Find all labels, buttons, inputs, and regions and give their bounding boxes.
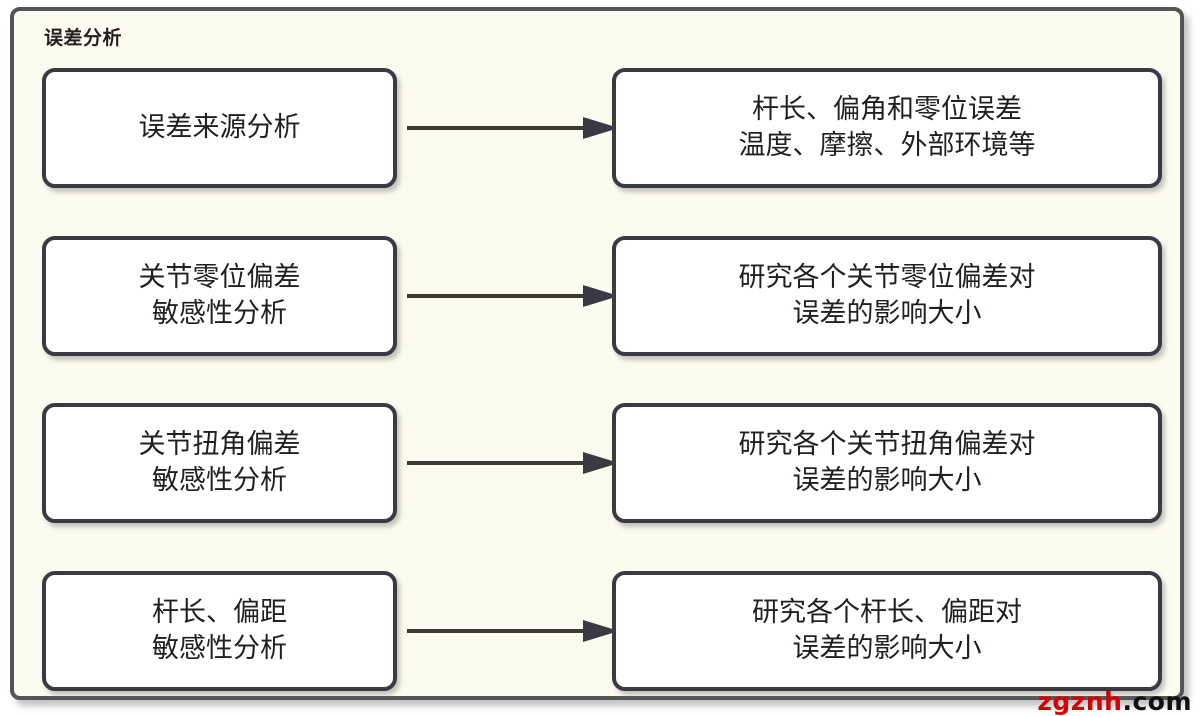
target-node-label: 研究各个关节零位偏差对 误差的影响大小	[738, 262, 1036, 329]
diagram-row: 关节零位偏差 敏感性分析 研究各个关节零位偏差对 误差的影响大小	[14, 236, 1180, 356]
arrow-right-icon	[407, 620, 619, 642]
diagram-row: 关节扭角偏差 敏感性分析 研究各个关节扭角偏差对 误差的影响大小	[14, 403, 1180, 523]
target-node[interactable]: 研究各个关节零位偏差对 误差的影响大小	[612, 236, 1162, 356]
source-node[interactable]: 杆长、偏距 敏感性分析	[42, 571, 397, 691]
target-node-label: 研究各个杆长、偏距对 误差的影响大小	[752, 597, 1022, 664]
arrow-right-icon	[407, 285, 619, 307]
watermark-name: zgznh	[1037, 687, 1123, 716]
source-node-label: 杆长、偏距 敏感性分析	[152, 597, 287, 664]
source-node-label: 关节零位偏差 敏感性分析	[138, 262, 301, 329]
arrow-line	[407, 461, 587, 465]
arrow-line	[407, 294, 587, 298]
source-node-label: 误差来源分析	[138, 112, 301, 144]
error-analysis-frame: 误差分析 误差来源分析 杆长、偏角和零位误差 温度、摩擦、外部环境等 关节零位偏…	[10, 7, 1184, 700]
source-node-label: 关节扭角偏差 敏感性分析	[138, 429, 301, 496]
arrow-line	[407, 629, 587, 633]
watermark-tld: .com	[1122, 687, 1192, 716]
target-node[interactable]: 研究各个关节扭角偏差对 误差的影响大小	[612, 403, 1162, 523]
arrow-head	[583, 452, 619, 474]
arrow-head	[583, 117, 619, 139]
source-node[interactable]: 误差来源分析	[42, 68, 397, 188]
target-node-label: 杆长、偏角和零位误差 温度、摩擦、外部环境等	[738, 94, 1036, 161]
source-node[interactable]: 关节零位偏差 敏感性分析	[42, 236, 397, 356]
arrow-head	[583, 620, 619, 642]
arrow-head	[583, 285, 619, 307]
target-node-label: 研究各个关节扭角偏差对 误差的影响大小	[738, 429, 1036, 496]
arrow-right-icon	[407, 452, 619, 474]
source-node[interactable]: 关节扭角偏差 敏感性分析	[42, 403, 397, 523]
arrow-right-icon	[407, 117, 619, 139]
watermark: zgznh.com	[1037, 689, 1192, 714]
frame-title: 误差分析	[44, 27, 123, 49]
arrow-line	[407, 126, 587, 130]
target-node[interactable]: 杆长、偏角和零位误差 温度、摩擦、外部环境等	[612, 68, 1162, 188]
target-node[interactable]: 研究各个杆长、偏距对 误差的影响大小	[612, 571, 1162, 691]
diagram-row: 误差来源分析 杆长、偏角和零位误差 温度、摩擦、外部环境等	[14, 68, 1180, 188]
diagram-row: 杆长、偏距 敏感性分析 研究各个杆长、偏距对 误差的影响大小	[14, 571, 1180, 691]
